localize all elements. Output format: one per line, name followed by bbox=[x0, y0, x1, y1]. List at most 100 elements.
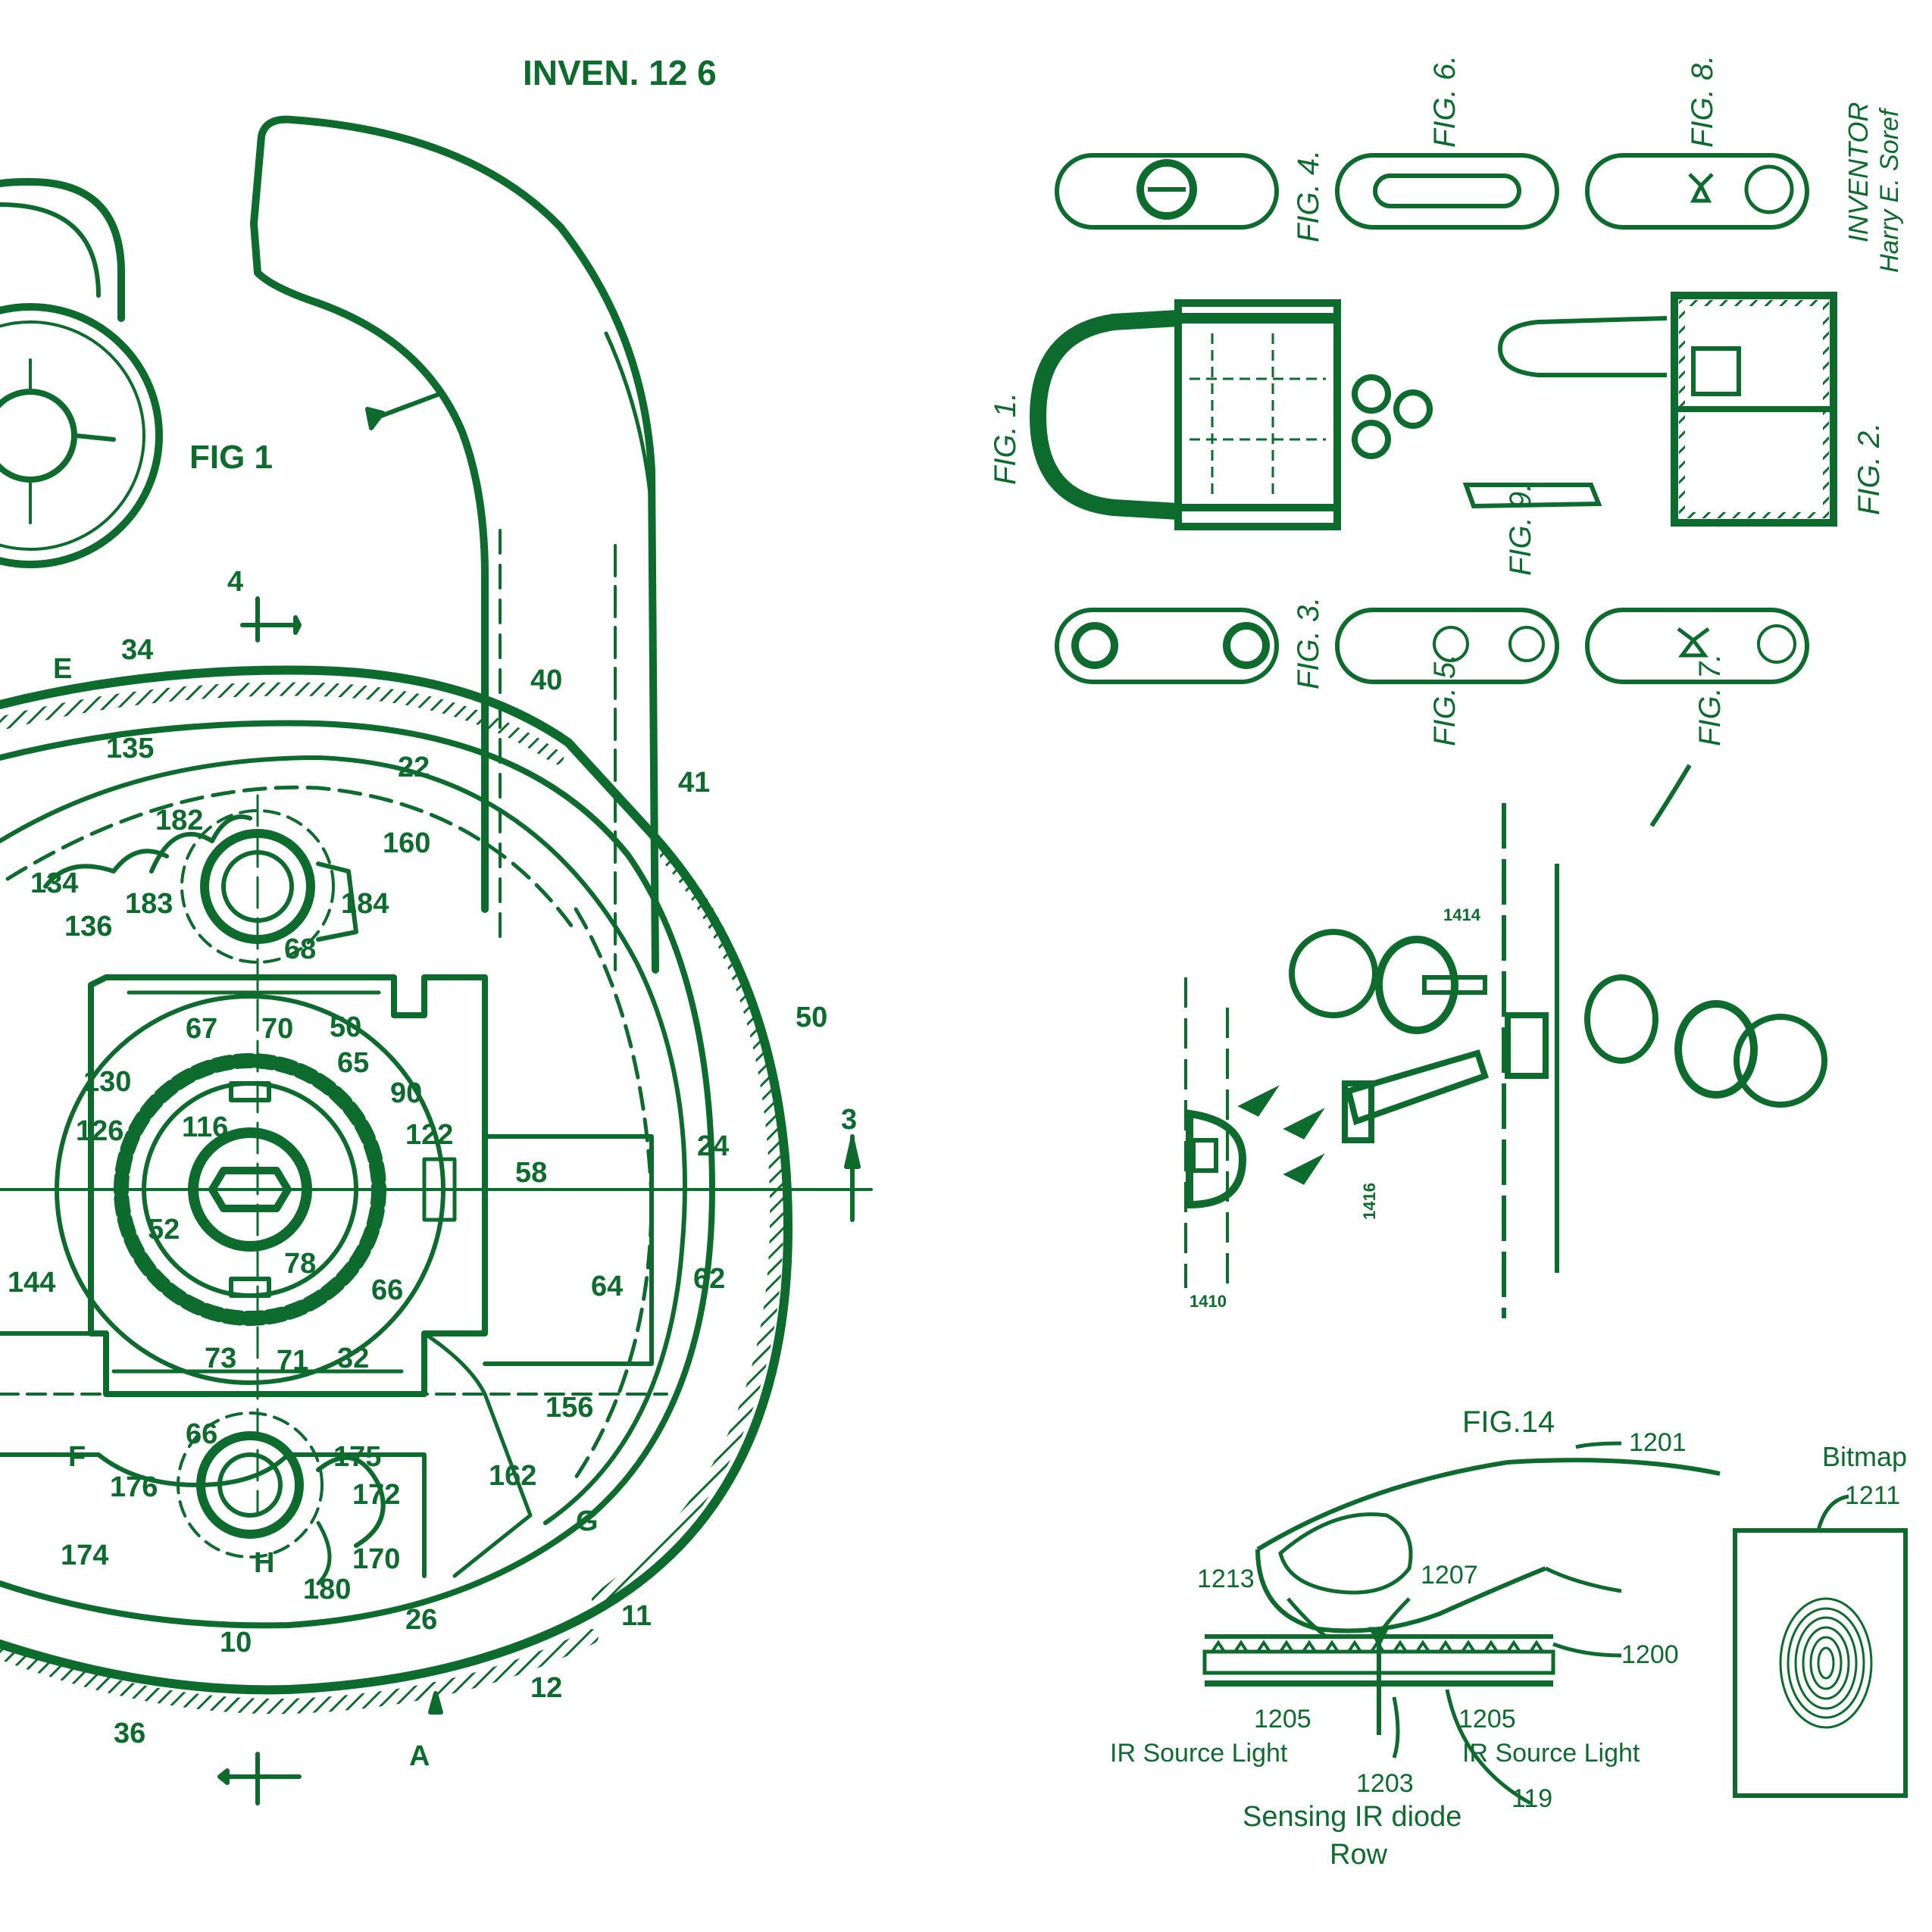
label-144: 144 bbox=[8, 1267, 55, 1299]
fig-1-patent-label: FIG. 1. bbox=[989, 392, 1022, 485]
label-34: 34 bbox=[121, 634, 153, 666]
inventor-label: INVENTOR bbox=[1843, 102, 1874, 242]
label-G: G bbox=[576, 1505, 599, 1537]
bitmap-panel bbox=[1733, 1528, 1908, 1798]
fig-9-bar bbox=[1462, 483, 1602, 509]
door-label-top: 1414 bbox=[1443, 905, 1481, 924]
fig-1-label: FIG 1 bbox=[189, 439, 273, 476]
label-156: 156 bbox=[546, 1392, 593, 1424]
label-73: 73 bbox=[205, 1343, 236, 1374]
label-116: 116 bbox=[182, 1111, 228, 1143]
label-130: 130 bbox=[83, 1066, 131, 1098]
label-12: 12 bbox=[530, 1672, 562, 1704]
fig-6-label: FIG. 6. bbox=[1428, 55, 1462, 148]
lock-body bbox=[0, 665, 792, 1715]
fig-2-label: FIG. 2. bbox=[1852, 423, 1886, 515]
label-H: H bbox=[254, 1547, 274, 1579]
label-3: 3 bbox=[841, 1104, 857, 1136]
door-lock-drawing: 1414 1410 1416 bbox=[1184, 803, 1827, 1318]
fig-3-label: FIG. 3. bbox=[1292, 597, 1325, 689]
label-1213: 1213 bbox=[1197, 1565, 1255, 1593]
label-119: 119 bbox=[1512, 1784, 1552, 1813]
small-padlock-icon bbox=[0, 178, 163, 568]
fig-7-oval bbox=[1585, 608, 1809, 684]
label-174: 174 bbox=[61, 1540, 108, 1571]
label-1205-left: 1205 bbox=[1254, 1705, 1311, 1733]
label-71: 71 bbox=[277, 1345, 308, 1377]
label-22: 22 bbox=[398, 752, 430, 783]
label-24: 24 bbox=[697, 1130, 729, 1162]
header-scrap-text: INVEN. 12 6 bbox=[523, 53, 717, 92]
inventor-name: Harry E. Soref bbox=[1875, 107, 1904, 273]
door-label-side: 1416 bbox=[1360, 1183, 1379, 1220]
fig-2-padlock-section bbox=[1497, 292, 1837, 527]
label-182: 182 bbox=[155, 805, 203, 836]
label-183: 183 bbox=[125, 888, 173, 920]
label-65: 65 bbox=[337, 1047, 369, 1079]
label-40: 40 bbox=[530, 664, 562, 696]
fig-3-oval bbox=[1055, 608, 1279, 684]
fig-5-label: FIG. 5. bbox=[1428, 654, 1462, 746]
label-90: 90 bbox=[390, 1077, 422, 1109]
upper-gear bbox=[43, 809, 358, 964]
shackle bbox=[250, 115, 659, 974]
door-label-bottom: 1410 bbox=[1190, 1292, 1227, 1311]
sensing-diode-label: Sensing IR diode bbox=[1243, 1801, 1462, 1833]
fig-9-label: FIG. 9. bbox=[1504, 483, 1537, 576]
label-1207: 1207 bbox=[1421, 1561, 1478, 1590]
label-26: 26 bbox=[405, 1604, 437, 1636]
label-184: 184 bbox=[341, 888, 389, 920]
label-122: 122 bbox=[405, 1119, 453, 1151]
label-136: 136 bbox=[64, 911, 112, 943]
label-160: 160 bbox=[383, 827, 430, 859]
fig-6-oval bbox=[1335, 153, 1559, 230]
label-11: 11 bbox=[621, 1600, 652, 1632]
label-A: A bbox=[409, 1740, 430, 1772]
fig-1-padlock bbox=[1029, 299, 1433, 530]
label-170: 170 bbox=[352, 1543, 400, 1575]
label-68: 68 bbox=[284, 933, 316, 965]
lower-gear bbox=[177, 1411, 386, 1586]
label-58: 58 bbox=[515, 1157, 547, 1189]
label-F: F bbox=[68, 1441, 86, 1473]
label-176: 176 bbox=[110, 1471, 158, 1503]
label-70: 70 bbox=[261, 1013, 293, 1045]
label-64: 64 bbox=[591, 1271, 623, 1302]
ir-source-right: IR Source Light bbox=[1462, 1739, 1640, 1768]
diode-row bbox=[1211, 1640, 1544, 1653]
toothed-wheel bbox=[55, 994, 457, 1385]
label-32: 32 bbox=[337, 1343, 369, 1374]
fig-14-fingerprint-sensor: FIG.14 1201 bbox=[1110, 1405, 1908, 1871]
label-52: 52 bbox=[148, 1214, 180, 1246]
mechanism-frame bbox=[0, 974, 654, 1578]
label-172: 172 bbox=[352, 1479, 400, 1511]
label-180: 180 bbox=[303, 1574, 351, 1605]
padlock-patent-sheet: FIG. 4. FIG. 6. FIG. 8. FIG. 1. FIG. 2. … bbox=[989, 55, 1904, 827]
label-1203: 1203 bbox=[1356, 1769, 1414, 1798]
label-10: 10 bbox=[220, 1627, 252, 1658]
label-50-right: 50 bbox=[796, 1002, 827, 1033]
fig-5-oval bbox=[1335, 608, 1559, 684]
ir-source-left: IR Source Light bbox=[1110, 1739, 1288, 1768]
label-175: 175 bbox=[333, 1441, 381, 1473]
label-1211: 1211 bbox=[1845, 1481, 1900, 1510]
fig-4-oval bbox=[1055, 153, 1279, 230]
label-135: 135 bbox=[106, 733, 154, 764]
label-162: 162 bbox=[489, 1460, 536, 1492]
label-134: 134 bbox=[30, 868, 78, 899]
label-66: 66 bbox=[371, 1274, 403, 1306]
row-label: Row bbox=[1330, 1839, 1388, 1871]
section-arrows bbox=[217, 392, 861, 1805]
fingerprint-icon bbox=[1779, 1597, 1873, 1729]
label-67: 67 bbox=[186, 1013, 217, 1045]
label-50: 50 bbox=[330, 1011, 361, 1043]
label-78: 78 bbox=[284, 1248, 316, 1280]
label-1201: 1201 bbox=[1629, 1428, 1687, 1457]
label-4: 4 bbox=[227, 566, 243, 598]
label-126: 126 bbox=[76, 1115, 123, 1147]
label-66-lower: 66 bbox=[186, 1418, 217, 1450]
label-1205-right: 1205 bbox=[1458, 1705, 1516, 1733]
fig-14-title: FIG.14 bbox=[1462, 1405, 1555, 1439]
label-62: 62 bbox=[693, 1263, 725, 1295]
